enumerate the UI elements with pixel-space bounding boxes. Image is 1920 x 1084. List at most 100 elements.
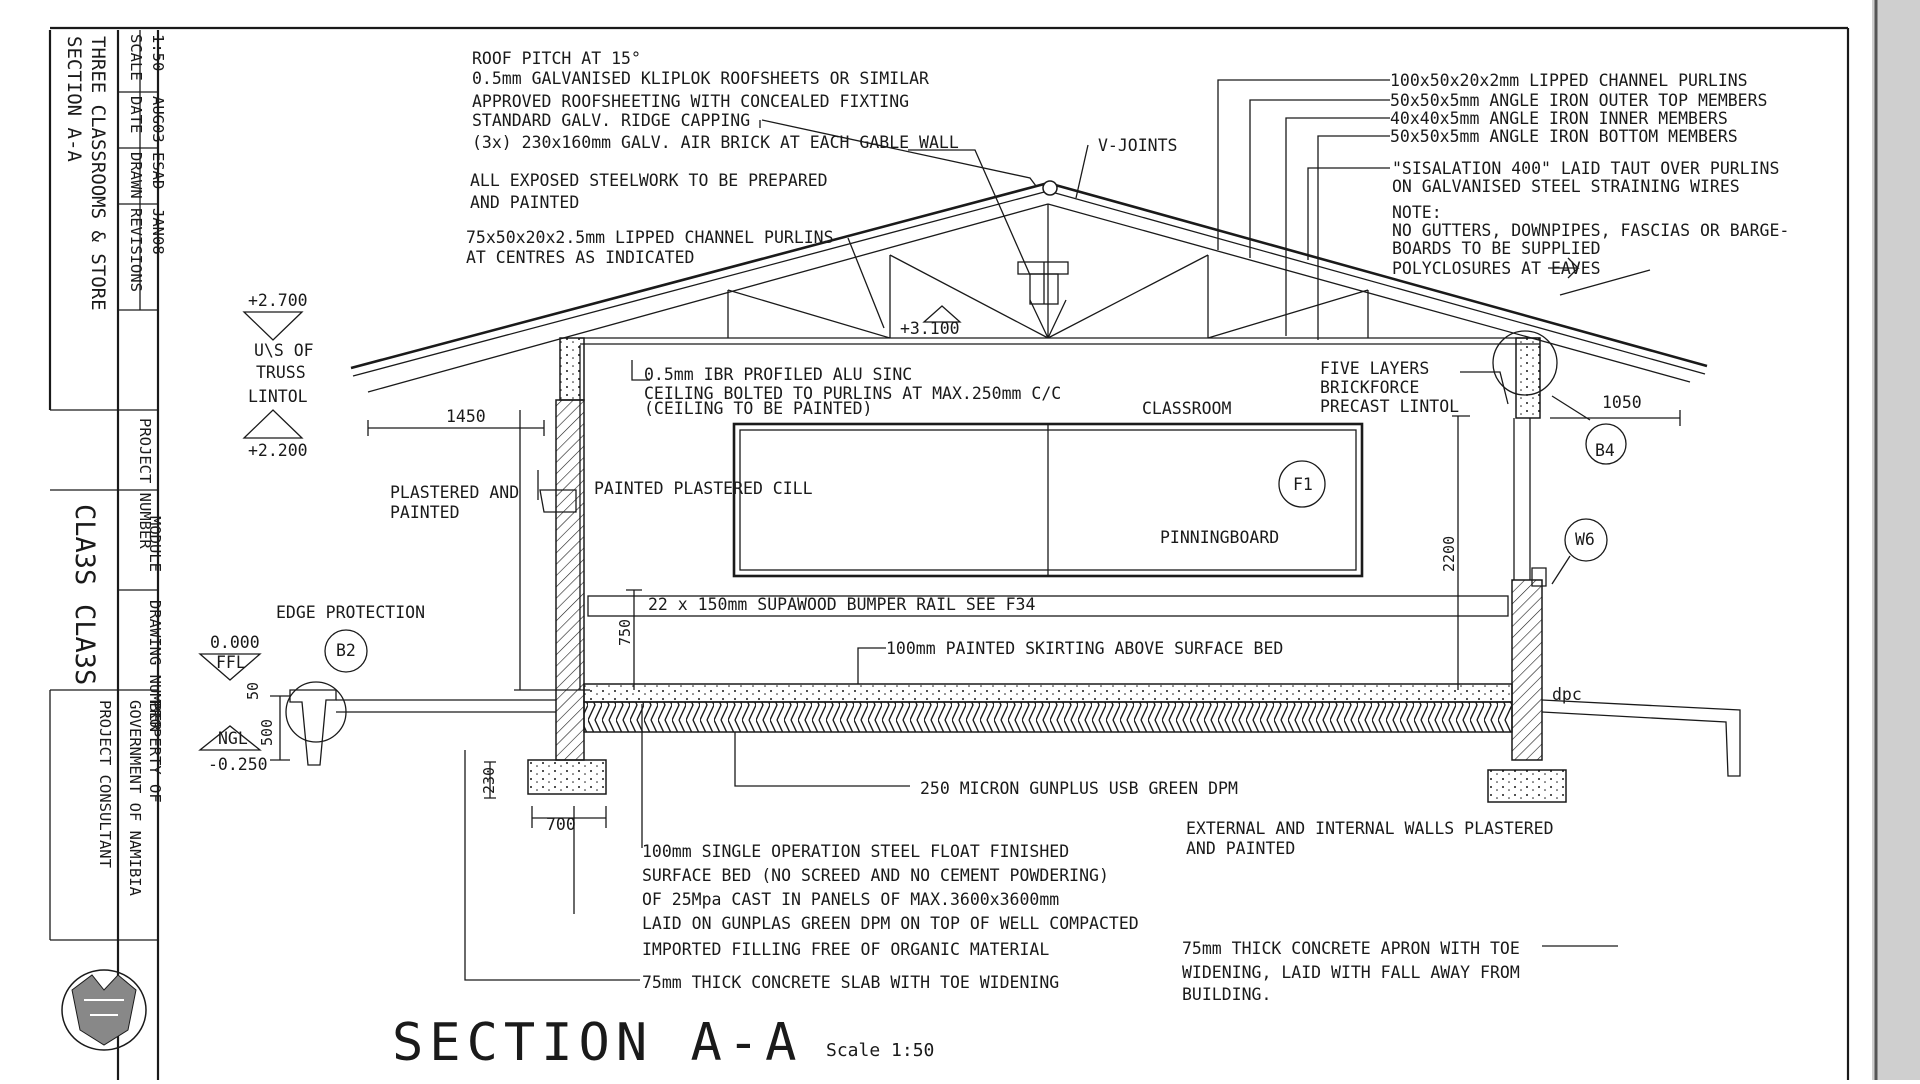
- note-purlins-1: 75x50x20x2.5mm LIPPED CHANNEL PURLINS: [466, 228, 834, 247]
- note-heading: NOTE:: [1392, 203, 1442, 222]
- note-ceiling-3: (CEILING TO BE PAINTED): [644, 399, 872, 418]
- note-v-joints: V-JOINTS: [1098, 136, 1177, 155]
- note-lipped-purlins: 100x50x20x2mm LIPPED CHANNEL PURLINS: [1390, 71, 1748, 90]
- project-consultant: PROJECT CONSULTANT: [96, 700, 114, 868]
- tb-scale-header: SCALE: [127, 34, 145, 81]
- label-dpc: dpc: [1552, 685, 1582, 704]
- note-surface-bed-5: IMPORTED FILLING FREE OF ORGANIC MATERIA…: [642, 940, 1049, 959]
- dim-1450: 1450: [446, 407, 486, 426]
- annotations: ROOF PITCH AT 15° 0.5mm GALVANISED KLIPL…: [208, 49, 1789, 1073]
- dim-500: 500: [258, 719, 276, 746]
- note-brickforce-2: BRICKFORCE: [1320, 378, 1419, 397]
- title-block: SCALE DATE DRAWN REVISIONS 1:50 AUG03 ES…: [48, 30, 167, 1080]
- tb-revisions-header: REVISIONS: [127, 208, 145, 292]
- note-plastered-2: PAINTED: [390, 503, 460, 522]
- section-title: SECTION A-A: [392, 1013, 802, 1073]
- dim-750: 750: [616, 619, 634, 646]
- note-cill: PAINTED PLASTERED CILL: [594, 479, 813, 498]
- dim-50: 50: [244, 682, 262, 700]
- level-ngl-value: -0.250: [208, 755, 268, 774]
- note-roof-approved: APPROVED ROOFSHEETING WITH CONCEALED FIX…: [472, 92, 909, 111]
- note-plastered-1: PLASTERED AND: [390, 483, 519, 502]
- detail-circle-b4: [1492, 330, 1558, 396]
- tb-revision-value: JAN08: [149, 208, 167, 255]
- note-bumper-rail: 22 x 150mm SUPAWOOD BUMPER RAIL SEE F34: [648, 595, 1035, 614]
- level-truss-value: +2.700: [248, 291, 308, 310]
- section-scale: Scale 1:50: [826, 1040, 934, 1061]
- level-ffl-value: 0.000: [210, 633, 260, 652]
- tag-b4: B4: [1595, 441, 1615, 460]
- note-gutters-2: BOARDS TO BE SUPPLIED: [1392, 239, 1601, 258]
- coat-of-arms-emblem: [61, 969, 147, 1051]
- building-section: [198, 305, 1741, 803]
- note-skirting: 100mm PAINTED SKIRTING ABOVE SURFACE BED: [886, 639, 1283, 658]
- note-surface-bed-2: SURFACE BED (NO SCREED AND NO CEMENT POW…: [642, 866, 1109, 885]
- note-air-brick: (3x) 230x160mm GALV. AIR BRICK AT EACH G…: [472, 133, 959, 152]
- note-surface-bed-1: 100mm SINGLE OPERATION STEEL FLOAT FINIS…: [642, 842, 1069, 861]
- note-brickforce-1: FIVE LAYERS: [1320, 359, 1429, 378]
- note-roof-sheets: 0.5mm GALVANISED KLIPLOK ROOFSHEETS OR S…: [472, 69, 929, 88]
- room-label-classroom: CLASSROOM: [1142, 399, 1231, 418]
- module-label: MODULE: [146, 516, 164, 572]
- note-apron-3: BUILDING.: [1182, 985, 1271, 1004]
- tag-b2: B2: [336, 641, 356, 660]
- level-truss-word: TRUSS: [256, 363, 306, 382]
- note-ridge-capping: STANDARD GALV. RIDGE CAPPING: [472, 111, 750, 130]
- project-number-label: PROJECT NUMBER: [136, 418, 154, 549]
- scan-edge: [1872, 0, 1920, 1080]
- level-lintol-value: +2.200: [248, 441, 308, 460]
- level-ridge-value: +3.100: [900, 319, 960, 338]
- note-bottom-members: 50x50x5mm ANGLE IRON BOTTOM MEMBERS: [1390, 127, 1738, 146]
- drawing-number-label: DRAWING NUMBER: [146, 600, 164, 731]
- tag-w6: W6: [1575, 530, 1595, 549]
- note-surface-bed-4: LAID ON GUNPLAS GREEN DPM ON TOP OF WELL…: [642, 914, 1139, 933]
- module-value: CLA3S: [69, 504, 100, 585]
- dim-1050: 1050: [1602, 393, 1642, 412]
- tb-drawn-header: DRAWN: [127, 152, 145, 199]
- note-concrete-slab: 75mm THICK CONCRETE SLAB WITH TOE WIDENI…: [642, 973, 1059, 992]
- level-lintol: LINTOL: [248, 387, 308, 406]
- leader-lines: [270, 79, 1681, 981]
- note-apron-1: 75mm THICK CONCRETE APRON WITH TOE: [1182, 939, 1520, 958]
- tb-date-value: AUG03: [149, 96, 167, 143]
- drawing-number-value: CLA3S: [69, 604, 100, 685]
- note-ceiling-1: 0.5mm IBR PROFILED ALU SINC: [644, 365, 912, 384]
- drawing-title: THREE CLASSROOMS & STORE: [87, 36, 109, 311]
- property-of: PROPERTY OF: [146, 700, 164, 803]
- tb-date-header: DATE: [127, 96, 145, 133]
- dim-230: 230: [480, 767, 498, 794]
- tag-f1: F1: [1293, 475, 1313, 494]
- tag-circle-b2: [324, 629, 368, 673]
- note-sisalation-2: ON GALVANISED STEEL STRAINING WIRES: [1392, 177, 1740, 196]
- note-walls-1: EXTERNAL AND INTERNAL WALLS PLASTERED: [1186, 819, 1554, 838]
- level-us-of: U\S OF: [254, 341, 314, 360]
- tag-circle-f1: [1278, 460, 1326, 508]
- note-dpm: 250 MICRON GUNPLUS USB GREEN DPM: [920, 779, 1238, 798]
- level-ngl: NGL: [218, 729, 248, 748]
- note-outer-members: 50x50x5mm ANGLE IRON OUTER TOP MEMBERS: [1390, 91, 1768, 110]
- note-surface-bed-3: OF 25Mpa CAST IN PANELS OF MAX.3600x3600…: [642, 890, 1059, 909]
- note-precast-lintol: PRECAST LINTOL: [1320, 397, 1459, 416]
- government: GOVERNMENT OF NAMIBIA: [126, 700, 144, 897]
- dim-2200: 2200: [1440, 536, 1458, 572]
- tag-circle-w6: [1564, 518, 1608, 562]
- note-roof-pitch: ROOF PITCH AT 15°: [472, 49, 641, 68]
- note-purlins-2: AT CENTRES AS INDICATED: [466, 248, 694, 267]
- note-sisalation-1: "SISALATION 400" LAID TAUT OVER PURLINS: [1392, 159, 1779, 178]
- note-gutters-1: NO GUTTERS, DOWNPIPES, FASCIAS OR BARGE-: [1392, 221, 1789, 240]
- note-inner-members: 40x40x5mm ANGLE IRON INNER MEMBERS: [1390, 109, 1728, 128]
- dim-700: 700: [546, 815, 576, 834]
- note-walls-2: AND PAINTED: [1186, 839, 1295, 858]
- drawing-subtitle: SECTION A-A: [63, 36, 85, 162]
- note-steelwork-1: ALL EXPOSED STEELWORK TO BE PREPARED: [470, 171, 828, 190]
- level-ffl: FFL: [216, 653, 246, 672]
- roof-structure: [350, 180, 1708, 393]
- note-apron-2: WIDENING, LAID WITH FALL AWAY FROM: [1182, 963, 1520, 982]
- note-edge-protection: EDGE PROTECTION: [276, 603, 425, 622]
- note-polyclosures: POLYCLOSURES AT EAVES: [1392, 259, 1601, 278]
- label-pinningboard: PINNINGBOARD: [1160, 528, 1279, 547]
- tb-drawn-value: ESAD: [149, 152, 167, 189]
- tb-scale-value: 1:50: [149, 34, 167, 71]
